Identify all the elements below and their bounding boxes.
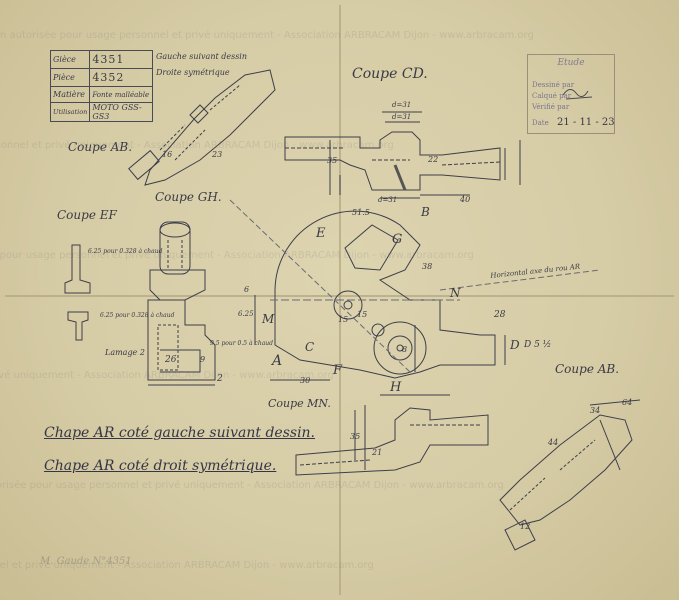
letter-g: G xyxy=(392,232,403,247)
label-coupe-gh: Coupe GH. xyxy=(155,190,222,204)
part-note-right: Droite symétrique xyxy=(156,68,230,77)
dim-d31b: d=31 xyxy=(392,113,412,121)
stamp-line: Calqué par xyxy=(532,92,572,100)
stamp-date: 21 - 11 - 23 xyxy=(556,117,615,128)
letter-e: E xyxy=(316,226,326,241)
dim-34: 34 xyxy=(590,406,601,415)
approval-stamp: Etude Dessiné par Calqué par Vérifié par… xyxy=(527,54,615,134)
annotation-lamage: Lamage 2 xyxy=(105,348,145,357)
dim-15b: 15 xyxy=(357,310,368,319)
annotation-bossage: 9.5 pour 0.5 à chaud xyxy=(210,340,273,347)
letter-f: F xyxy=(333,363,343,378)
title-block: Gièce 4351 Pièce 4352 Matière Fonte mall… xyxy=(49,50,153,122)
dim-51: 51.5 xyxy=(352,208,370,217)
annotation-d5: D 5 ½ xyxy=(524,340,552,350)
annotation-depouille-1: 6.25 pour 0.328 à chaud xyxy=(88,248,163,255)
signature-mark xyxy=(562,89,593,100)
stamp-title: Etude xyxy=(557,58,585,68)
dim-625: 6.25 xyxy=(238,310,254,318)
usage-value: MOTO GSS-GS3 xyxy=(89,102,153,122)
dim-64: 64 xyxy=(622,398,633,407)
coupe-ef-view xyxy=(64,244,91,341)
letter-d: D xyxy=(510,338,520,352)
coupe-ab-right-view xyxy=(499,399,641,551)
corner-note: M. Gaude N°4351 xyxy=(40,556,132,567)
dim-12: 12 xyxy=(520,522,531,531)
dim-35a: 35 xyxy=(327,156,338,165)
dim-22: 22 xyxy=(428,155,439,164)
dim-28: 28 xyxy=(494,310,506,320)
dim-44: 44 xyxy=(548,438,559,447)
annotation-depouille-2: 6.25 pour 0.328 à chaud xyxy=(100,312,175,319)
label-coupe-mn: Coupe MN. xyxy=(268,397,331,410)
label-coupe-ef: Coupe EF xyxy=(57,208,117,222)
stamp-date-label: Date xyxy=(532,119,549,127)
coupe-cd-view xyxy=(284,111,521,199)
dim-6: 6 xyxy=(244,285,250,294)
dim-16: 16 xyxy=(162,150,173,159)
label-coupe-ab-top: Coupe AB. xyxy=(68,140,133,154)
dim-8: 8 xyxy=(402,345,408,354)
letter-n: N xyxy=(450,286,461,300)
label-coupe-cd: Coupe CD. xyxy=(352,66,428,82)
letter-c: C xyxy=(305,340,315,354)
label-coupe-ab-right: Coupe AB. xyxy=(555,362,620,376)
title-block-label: Utilisation xyxy=(49,102,91,122)
part-note-left: Gauche suivant dessin xyxy=(156,52,248,61)
main-center-view xyxy=(229,199,601,381)
caption-line-2: Chape AR coté droit symétrique. xyxy=(44,458,277,474)
coupe-gh-view xyxy=(149,221,206,301)
coupe-ab-top-view xyxy=(128,69,276,186)
dim-35b: 35 xyxy=(350,432,361,441)
letter-a: A xyxy=(272,353,283,369)
letter-h: H xyxy=(390,380,402,395)
letter-b: B xyxy=(421,205,430,219)
stamp-line: Dessiné par xyxy=(532,81,575,89)
caption-line-1: Chape AR coté gauche suivant dessin. xyxy=(44,425,316,441)
dim-30: 30 xyxy=(300,376,311,385)
dim-40: 40 xyxy=(460,195,471,204)
coupe-mn-left-view xyxy=(147,299,216,386)
dim-38: 38 xyxy=(422,262,433,271)
dim-15a: 15 xyxy=(338,315,349,324)
dim-d31c: d=31 xyxy=(378,196,398,204)
dim-d31a: d=31 xyxy=(392,101,412,109)
dim-23: 23 xyxy=(212,150,223,159)
letter-m: M xyxy=(262,312,275,326)
coupe-mn-bottom-view xyxy=(295,394,489,476)
stamp-line: Vérifié par xyxy=(532,103,570,111)
dim-9: 9 xyxy=(200,355,206,364)
dim-21: 21 xyxy=(372,448,383,457)
dim-2: 2 xyxy=(217,374,223,384)
dim-26: 26 xyxy=(165,355,177,365)
